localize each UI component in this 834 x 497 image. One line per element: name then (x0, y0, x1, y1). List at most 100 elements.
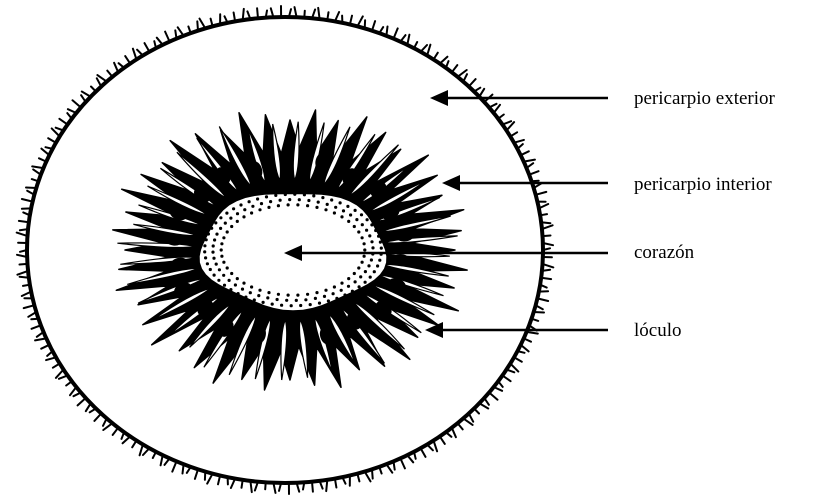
core-dot (241, 288, 244, 291)
core-dot (363, 242, 366, 245)
core-dot (370, 258, 373, 261)
core-dot (222, 261, 225, 264)
core-dot (206, 262, 209, 265)
core-dot (243, 208, 246, 211)
core-dot (342, 209, 345, 212)
core-dot (306, 204, 309, 207)
core-dot (340, 289, 343, 292)
core-dot (276, 298, 279, 301)
core-dot (353, 225, 356, 228)
core-dot (361, 261, 364, 264)
core-dot (248, 200, 251, 203)
core-dot (358, 285, 361, 288)
core-dot (293, 193, 296, 196)
core-dot (285, 299, 288, 302)
core-dot (260, 202, 263, 205)
core-dot (343, 293, 346, 296)
core-dot (205, 238, 208, 241)
core-dot (333, 211, 336, 214)
core-dot (274, 194, 277, 197)
core-dot (262, 301, 265, 304)
core-dot (364, 281, 367, 284)
core-dot (317, 201, 320, 204)
core-dot (217, 279, 220, 282)
core-dot (215, 263, 218, 266)
core-dot (369, 276, 372, 279)
core-dot (222, 236, 225, 239)
core-dot (220, 255, 223, 258)
core-dot (249, 291, 252, 294)
core-dot (324, 289, 327, 292)
core-dot (223, 284, 226, 287)
core-dot (209, 268, 212, 271)
core-dot (333, 285, 336, 288)
core-dot (224, 222, 227, 225)
core-dot (234, 283, 237, 286)
core-dot (380, 247, 383, 250)
core-dot (354, 209, 357, 212)
core-dot (357, 230, 360, 233)
core-dot (258, 289, 261, 292)
core-dot (347, 220, 350, 223)
core-dot (220, 242, 223, 245)
core-dot (290, 304, 293, 307)
core-dot (366, 218, 369, 221)
core-dot (361, 236, 364, 239)
core-dot (363, 248, 366, 251)
core-dot (349, 213, 352, 216)
core-dot (288, 198, 291, 201)
label-locule: lóculo (634, 320, 682, 341)
core-dot (269, 200, 272, 203)
core-dot (347, 285, 350, 288)
core-dot (368, 234, 371, 237)
core-dot (309, 303, 312, 306)
core-dot (298, 198, 301, 201)
core-dot (379, 241, 382, 244)
core-dot (287, 203, 290, 206)
core-dot (324, 208, 327, 211)
core-dot (339, 201, 342, 204)
core-dot (250, 285, 253, 288)
core-dot (296, 294, 299, 297)
core-dot (215, 233, 218, 236)
label-core: corazón (634, 242, 695, 263)
core-dot (229, 288, 232, 291)
core-dot (271, 303, 274, 306)
core-dot (318, 302, 321, 305)
core-dot (364, 270, 367, 273)
core-dot (213, 274, 216, 277)
core-dot (253, 298, 256, 301)
core-dot (323, 295, 326, 298)
core-dot (312, 194, 315, 197)
core-dot (236, 277, 239, 280)
core-dot (363, 255, 366, 258)
core-dot (377, 235, 380, 238)
core-dot (378, 259, 381, 262)
core-dot (203, 250, 206, 253)
core-dot (219, 227, 222, 230)
core-dot (330, 198, 333, 201)
core-dot (361, 223, 364, 226)
core-dot (279, 199, 282, 202)
core-dot (236, 212, 239, 215)
core-dot (267, 206, 270, 209)
core-dot (355, 218, 358, 221)
core-dot (351, 290, 354, 293)
core-dot (222, 274, 225, 277)
core-dot (335, 297, 338, 300)
core-dot (374, 229, 377, 232)
core-dot (226, 230, 229, 233)
core-dot (284, 193, 287, 196)
core-dot (257, 294, 260, 297)
core-dot (357, 266, 360, 269)
core-dot (360, 213, 363, 216)
core-dot (230, 272, 233, 275)
core-dot (303, 193, 306, 196)
core-dot (256, 197, 259, 200)
core-dot (370, 223, 373, 226)
core-dot (321, 196, 324, 199)
core-dot (354, 280, 357, 283)
core-dot (367, 264, 370, 267)
core-dot (242, 282, 245, 285)
